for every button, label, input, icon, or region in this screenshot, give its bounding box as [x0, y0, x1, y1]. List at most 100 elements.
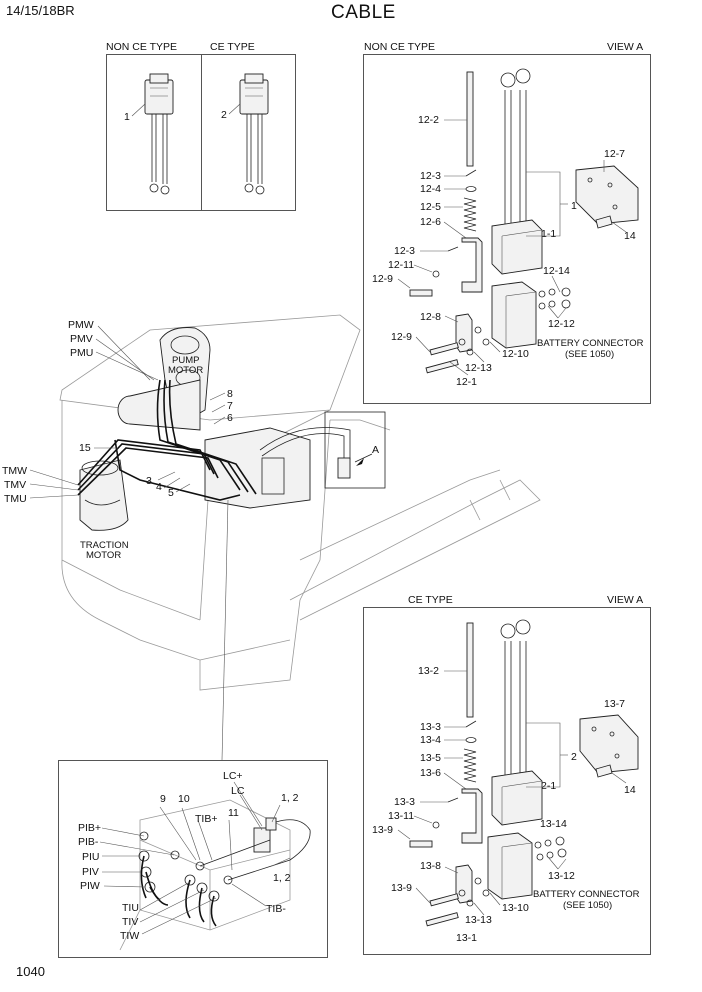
part-label: 1: [571, 200, 577, 212]
part-label: 12-3: [420, 170, 442, 182]
tib-plus-label: TIB+: [195, 813, 218, 825]
part-label: 12-4: [420, 183, 442, 195]
inset-item-1-2-top: 1, 2: [281, 792, 299, 804]
pmw-label: PMW: [68, 319, 94, 331]
part-label: 12-9: [391, 331, 413, 343]
item-label-6: 6: [227, 412, 233, 424]
item-label-7: 7: [227, 400, 233, 412]
part-label: 14: [624, 784, 636, 796]
item-label-15: 15: [79, 442, 91, 454]
part-label: 12-12: [548, 318, 575, 330]
pump-motor-label: PUMP: [172, 355, 200, 366]
ce-detail-title: CE TYPE: [408, 594, 453, 606]
tiv-label: TIV: [122, 916, 139, 928]
ce-view-a-label: VIEW A: [607, 594, 644, 606]
part-label: 12-3: [394, 245, 416, 257]
lc-connector-icon: [253, 817, 277, 853]
part-label: 13-8: [420, 860, 442, 872]
pump-motor-label-2: MOTOR: [168, 365, 204, 376]
part-label: 13-9: [391, 882, 413, 894]
part-label: 13-5: [420, 752, 442, 764]
inset-item-10: 10: [178, 793, 190, 805]
see-reference-note: (SEE 1050): [565, 349, 615, 360]
inset-item-11: 11: [228, 807, 239, 819]
part-label: 2: [571, 751, 577, 763]
traction-motor-label: TRACTION: [80, 540, 129, 551]
part-label: 13-4: [420, 734, 442, 746]
part-label: 12-9: [372, 273, 394, 285]
part-label: 13-2: [418, 665, 440, 677]
part-label: 12-8: [420, 311, 442, 323]
tmw-label: TMW: [2, 465, 28, 477]
connector-1-icon: [131, 73, 174, 195]
part-label: 2-1: [541, 780, 557, 792]
part-label: 12-13: [465, 362, 492, 374]
part-label: 13-13: [465, 914, 492, 926]
item-label-5: 5: [168, 487, 174, 499]
part-label: 13-12: [548, 870, 575, 882]
part-label: 12-5: [420, 201, 442, 213]
part-label: 13-1: [456, 932, 478, 944]
page-number: 1040: [16, 964, 45, 979]
part-label: 13-3: [394, 796, 416, 808]
rod-icon: [444, 71, 474, 167]
controller-icon: [204, 427, 311, 509]
part-label: 12-6: [420, 216, 442, 228]
part-label: 12-2: [418, 114, 440, 126]
view-a-marker: A: [372, 444, 380, 456]
item-label-2: 2: [221, 109, 227, 121]
inset-item-9: 9: [160, 793, 166, 805]
battery-connector-icon: [491, 219, 543, 275]
pib-minus-label: PIB-: [78, 836, 99, 848]
connector-2-icon: [228, 73, 269, 195]
piw-label: PIW: [80, 880, 100, 892]
piv-label: PIV: [82, 866, 99, 878]
part-label: 13-9: [372, 824, 394, 836]
non-ce-view-a-label: VIEW A: [607, 41, 644, 53]
inset-frame: [58, 760, 328, 958]
part-label: 12-1: [456, 376, 478, 388]
tmv-label: TMV: [4, 479, 27, 491]
item-label-1: 1: [124, 111, 130, 123]
traction-motor-icon: [79, 459, 129, 531]
battery-connector-note: BATTERY CONNECTOR: [533, 889, 640, 900]
part-label: 13-11: [388, 810, 415, 822]
see-reference-note: (SEE 1050): [563, 900, 613, 911]
item-label-4: 4: [156, 481, 162, 493]
part-label: 12-14: [543, 265, 570, 277]
part-label: 13-7: [604, 698, 626, 710]
tiw-label: TIW: [120, 930, 140, 942]
tib-minus-label: TIB-: [266, 903, 286, 915]
pib-plus-label: PIB+: [78, 822, 102, 834]
part-label: 1-1: [541, 228, 557, 240]
part-label: 13-10: [502, 902, 529, 914]
part-label: 12-10: [502, 348, 529, 360]
part-label: 12-7: [604, 148, 626, 160]
traction-motor-label-2: MOTOR: [86, 550, 122, 561]
page-title: CABLE: [331, 2, 396, 23]
item-label-8: 8: [227, 388, 233, 400]
part-label: 13-14: [540, 818, 567, 830]
part-label: 12-11: [388, 259, 415, 271]
pmu-label: PMU: [70, 347, 94, 359]
part-label: 13-6: [420, 767, 442, 779]
plate-icon: [575, 165, 639, 225]
lc-plus-label: LC+: [223, 770, 243, 782]
tmu-label: TMU: [4, 493, 27, 505]
non-ce-type-label: NON CE TYPE: [106, 41, 177, 53]
pmv-label: PMV: [70, 333, 93, 345]
battery-connector-note: BATTERY CONNECTOR: [537, 338, 644, 349]
part-label: 13-3: [420, 721, 442, 733]
non-ce-detail-frame: [363, 54, 651, 404]
spring-icon: [463, 197, 477, 232]
ce-detail-frame: [363, 607, 651, 955]
lc-label: LC: [231, 785, 245, 797]
inset-item-1-2-bottom: 1, 2: [273, 872, 291, 884]
non-ce-detail-title: NON CE TYPE: [364, 41, 435, 53]
ce-type-label: CE TYPE: [210, 41, 255, 53]
